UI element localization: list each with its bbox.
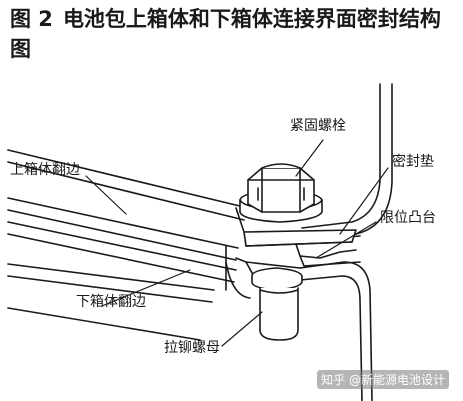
fastening-bolt xyxy=(239,163,323,223)
rivet-nut xyxy=(251,267,303,341)
label-rivet-nut: 拉铆螺母 xyxy=(164,340,220,356)
label-limit-boss: 限位凸台 xyxy=(380,210,436,226)
limit-boss xyxy=(295,243,361,267)
leader-lines xyxy=(85,139,389,347)
figure-number: 图 2 xyxy=(10,7,53,31)
label-lower-flange: 下箱体翻边 xyxy=(76,294,146,310)
figure-caption: 电池包上箱体和下箱体连接界面密封结构图 xyxy=(10,7,441,61)
lower-box-flange xyxy=(7,221,301,341)
label-bolt: 紧固螺栓 xyxy=(290,118,346,134)
watermark: 知乎 @新能源电池设计 xyxy=(317,370,449,389)
label-seal-gasket: 密封垫 xyxy=(392,153,434,170)
lower-box-wall xyxy=(225,245,373,401)
seal-gasket xyxy=(243,229,357,247)
label-upper-flange: 上箱体翻边 xyxy=(10,162,80,178)
